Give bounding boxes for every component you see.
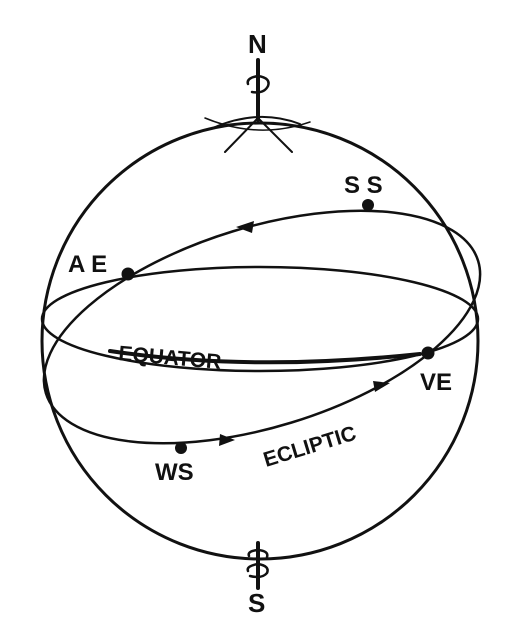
north-pole-axis: [204, 58, 311, 153]
winter-solstice-point: [175, 442, 187, 454]
celestial-sphere-outline: [40, 121, 480, 561]
summer-solstice-point: [362, 199, 374, 211]
autumnal-equinox-point: [121, 267, 135, 281]
direction-arrow-icon: [236, 221, 254, 233]
south-label: S: [248, 588, 265, 618]
equator-label: EQUATOR: [118, 342, 223, 374]
direction-arrow-icon: [219, 434, 235, 446]
ecliptic-label: ECLIPTIC: [261, 422, 359, 472]
rotation-arrow-icon: [246, 74, 270, 94]
summer-solstice-label: S S: [344, 172, 383, 199]
vernal-equinox-point: [421, 346, 435, 360]
direction-arrow-icon: [373, 381, 390, 392]
winter-solstice-label: WS: [155, 459, 194, 486]
autumnal-equinox-label: A E: [68, 251, 107, 278]
vernal-equinox-label: VE: [420, 369, 452, 396]
ecliptic-path: [42, 209, 482, 445]
celestial-equator: [40, 265, 480, 373]
north-label: N: [248, 29, 267, 59]
south-pole-axis: [246, 541, 269, 590]
